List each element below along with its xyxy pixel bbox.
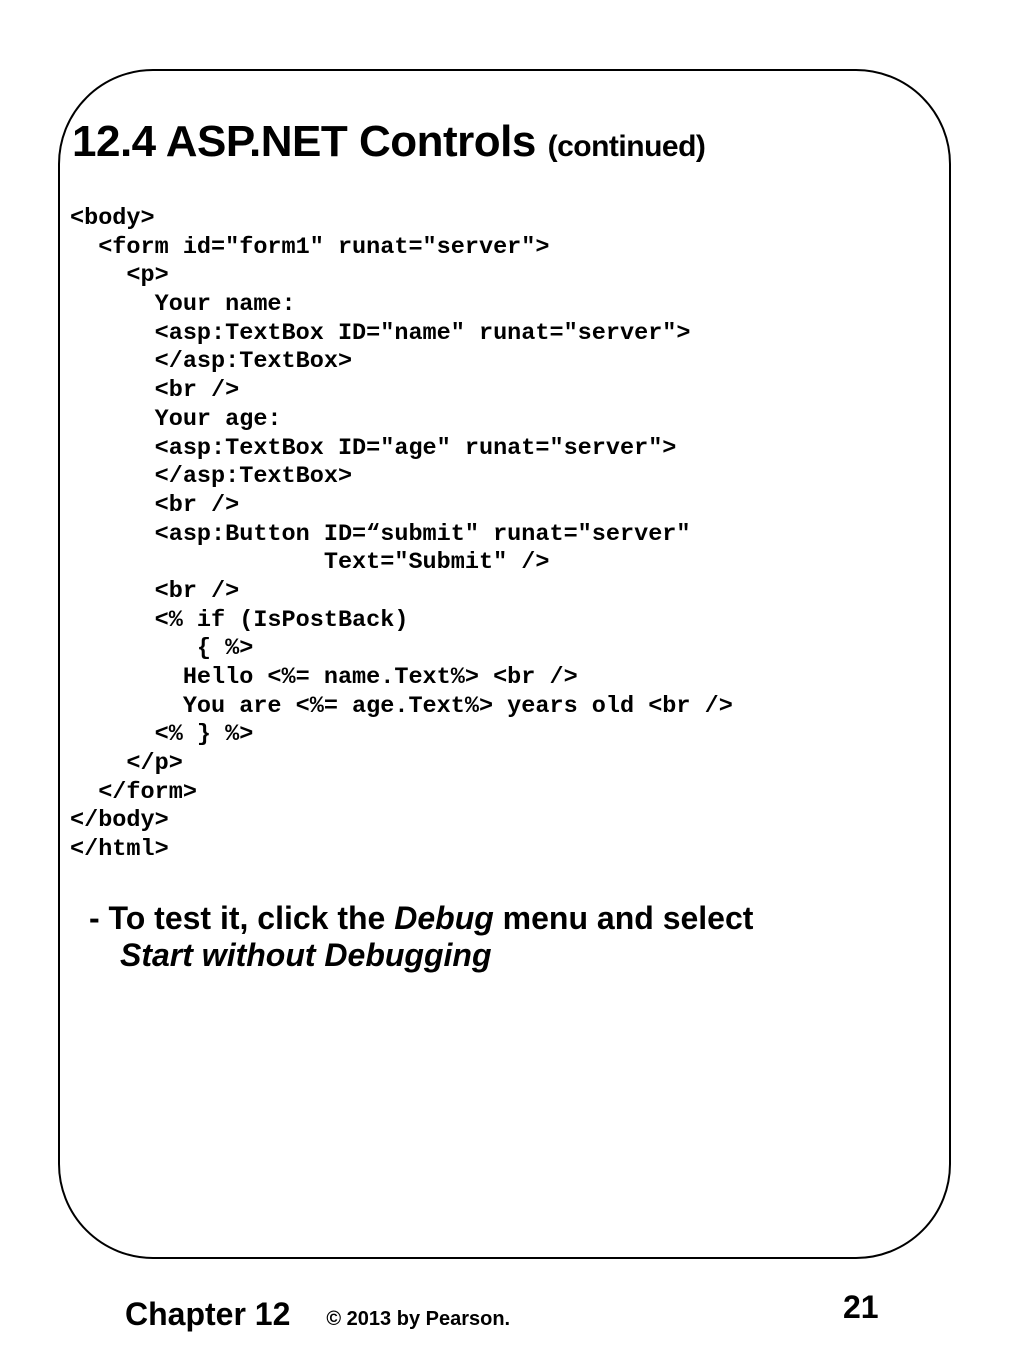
title-main: 12.4 ASP.NET Controls xyxy=(72,117,536,166)
code-line: { %> xyxy=(70,635,254,663)
code-line: </form> xyxy=(70,778,197,806)
note-middle: menu and select xyxy=(493,900,754,936)
slide-frame xyxy=(58,69,951,1259)
code-line: <br /> xyxy=(70,491,240,519)
instruction-note: - To test it, click the Debug menu and s… xyxy=(89,900,753,974)
code-line: <asp:TextBox ID="age" runat="server"> xyxy=(70,434,677,462)
note-debug-menu: Debug xyxy=(394,900,494,936)
code-line: Your name: xyxy=(70,291,296,319)
code-line: You are <%= age.Text%> years old <br /> xyxy=(70,692,733,720)
code-line: Your age: xyxy=(70,405,282,433)
slide-title: 12.4 ASP.NET Controls (continued) xyxy=(72,117,706,167)
code-line: <p> xyxy=(70,262,169,290)
footer-chapter: Chapter 12 xyxy=(125,1296,291,1332)
footer-copyright: © 2013 by Pearson. xyxy=(326,1308,511,1330)
code-line: <% } %> xyxy=(70,721,254,749)
code-line: </html> xyxy=(70,836,169,864)
code-line: </asp:TextBox> xyxy=(70,348,353,376)
code-line: <br /> xyxy=(70,577,240,605)
code-line: </p> xyxy=(70,750,183,778)
code-line: <asp:TextBox ID="name" runat="server"> xyxy=(70,319,691,347)
code-line: <form id="form1" runat="server"> xyxy=(70,233,550,261)
code-line: <body> xyxy=(70,205,155,232)
code-line: </asp:TextBox> xyxy=(70,463,353,491)
code-line: <asp:Button ID=“submit" runat="server" xyxy=(70,520,691,548)
code-line: Text="Submit" /> xyxy=(70,549,550,577)
note-start-without-debugging: Start without Debugging xyxy=(120,937,492,973)
code-line: <% if (IsPostBack) xyxy=(70,606,409,634)
note-prefix: - To test it, click the xyxy=(89,900,395,936)
title-sub: (continued) xyxy=(547,130,706,163)
code-line: <br /> xyxy=(70,377,240,405)
code-line: </body> xyxy=(70,807,169,835)
page-number: 21 xyxy=(843,1289,879,1325)
code-line: Hello <%= name.Text%> <br /> xyxy=(70,664,578,691)
footer: Chapter 12 © 2013 by Pearson. xyxy=(125,1296,510,1333)
code-block: <body> <form id="form1" runat="server"> … xyxy=(70,205,733,865)
